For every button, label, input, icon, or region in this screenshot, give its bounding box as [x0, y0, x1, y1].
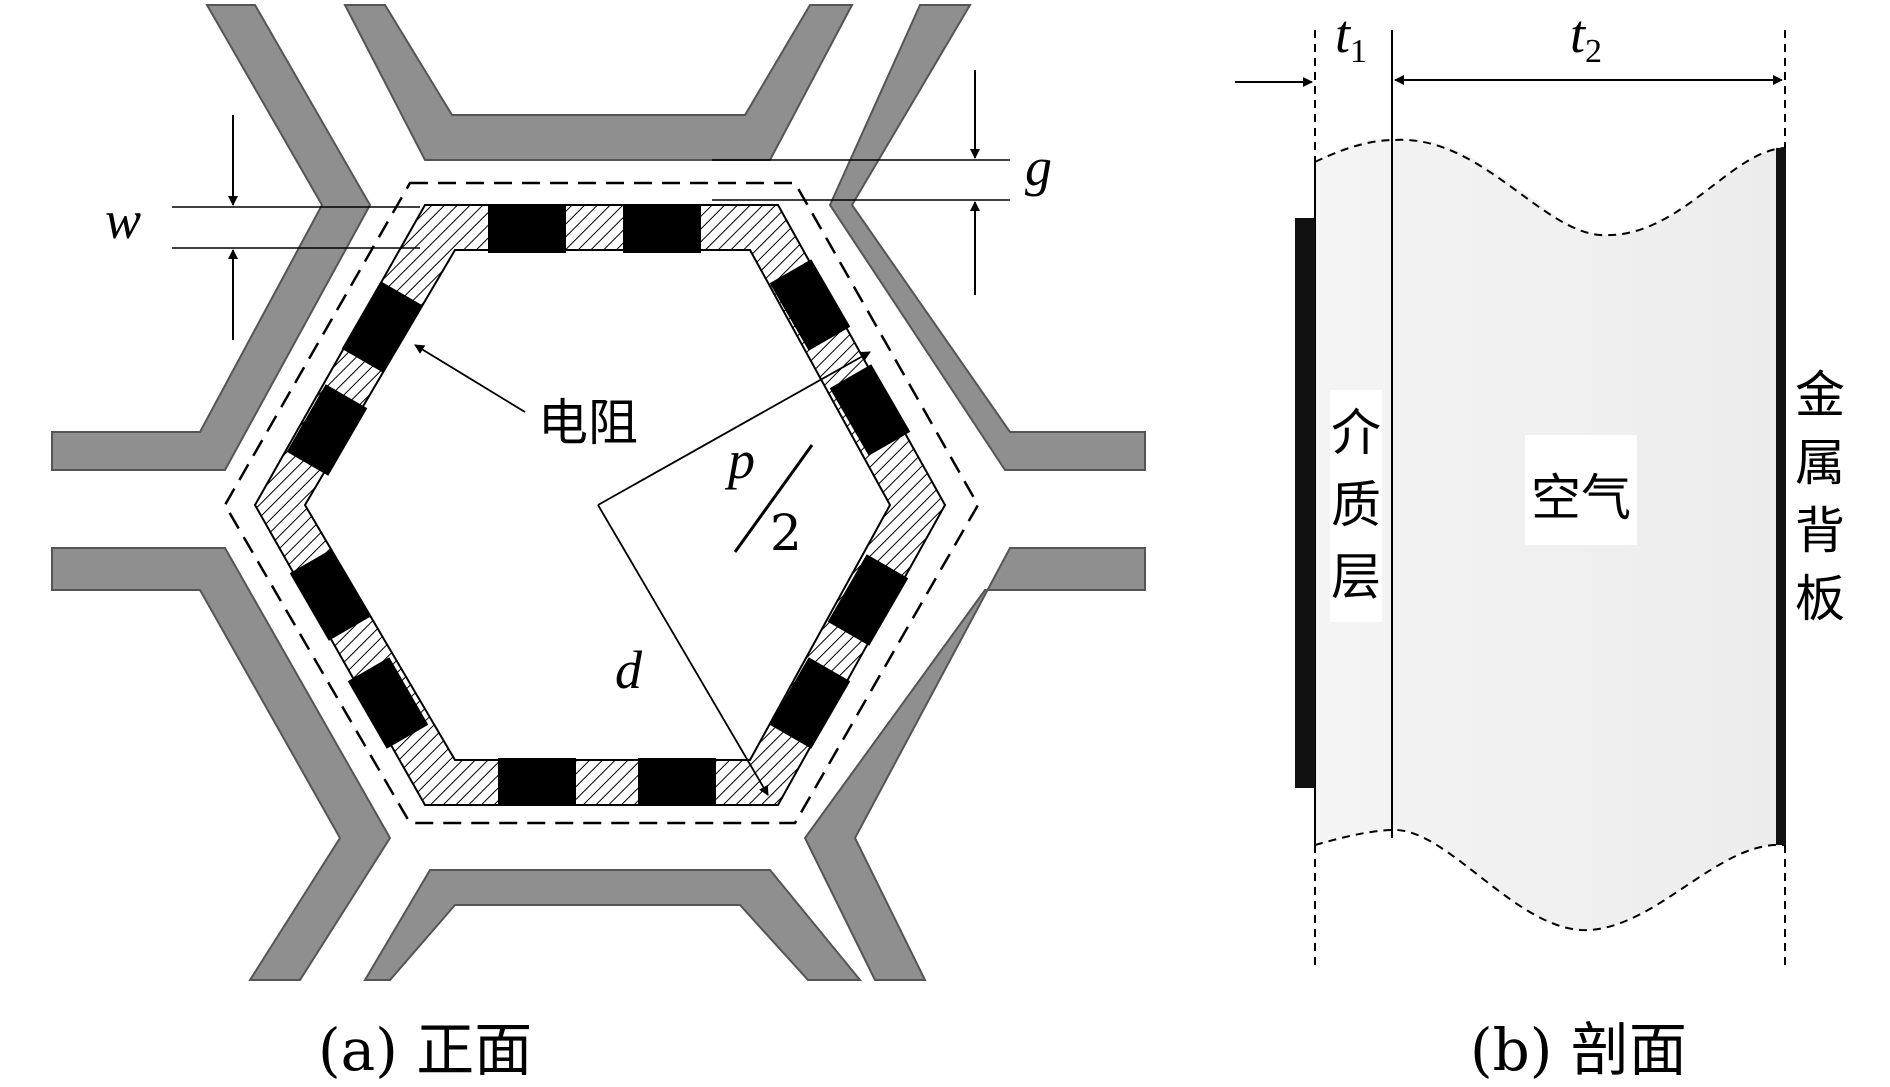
svg-text:属: 属 [1795, 434, 1845, 492]
svg-text:层: 层 [1331, 548, 1381, 606]
front-view: w g 电阻 p 2 d (a) 正面 [51, 4, 1146, 1084]
p-label: p [724, 430, 755, 490]
hex-grid-strips [51, 4, 1146, 981]
grid-strip-upper-left [51, 4, 372, 471]
radius-lines [597, 351, 871, 796]
resistor-chip [286, 384, 368, 476]
air-label: 空气 [1531, 469, 1631, 527]
resistor-chip [829, 364, 911, 456]
top-break-line [1314, 138, 1786, 237]
resistor-chip [488, 205, 566, 253]
resistor-chip [623, 205, 701, 253]
t2-label: t2 [1570, 4, 1602, 70]
resistor-chip [769, 657, 851, 749]
dielectric-label: 介 质 层 [1331, 404, 1381, 606]
section-view-caption: (b) 剖面 [1470, 1016, 1687, 1084]
svg-text:金: 金 [1795, 366, 1845, 424]
bottom-break-line [1314, 828, 1786, 932]
dielectric-label-bg [1330, 390, 1382, 622]
resistor-chip [341, 281, 423, 373]
g-dimension [712, 70, 1010, 295]
grid-strip-bottom-center [363, 869, 863, 981]
resistor-chip [498, 758, 576, 806]
gap-outline-dashed [223, 181, 980, 825]
grid-strip-lower-left [51, 547, 392, 981]
metal-backplate-label: 金 属 背 板 [1795, 366, 1845, 628]
air-label-bg [1525, 435, 1637, 545]
svg-text:质: 质 [1331, 476, 1381, 534]
svg-text:介: 介 [1331, 404, 1381, 462]
resistor-label: 电阻 [538, 394, 638, 452]
resistor-chip [289, 549, 371, 641]
w-label: w [105, 190, 141, 250]
grid-strip-upper-right [828, 4, 1146, 471]
thickness-dimensions [1235, 75, 1783, 87]
resistor-chip [827, 554, 909, 646]
resistor-chip [769, 259, 851, 351]
resistive-ring [253, 204, 947, 806]
svg-text:板: 板 [1795, 570, 1845, 628]
resistor-chip [638, 758, 716, 806]
w-dimension [172, 115, 420, 340]
metal-backplate [1776, 148, 1786, 845]
front-view-caption: (a) 正面 [318, 1016, 532, 1084]
grid-strip-lower-right [803, 547, 1146, 981]
g-label: g [1025, 137, 1052, 197]
t1-label: t1 [1335, 4, 1367, 70]
resistor-chips [286, 205, 911, 806]
svg-text:背: 背 [1795, 502, 1845, 560]
resistor-pointer [414, 344, 526, 413]
two-label: 2 [770, 504, 802, 562]
section-view: t1 t2 介 质 层 空气 金 属 背 板 (b) 剖面 [1235, 4, 1845, 1084]
grid-strip-top-center [343, 4, 854, 161]
resistive-film [1295, 218, 1315, 788]
resistor-chip [347, 657, 429, 749]
d-label: d [615, 640, 643, 700]
